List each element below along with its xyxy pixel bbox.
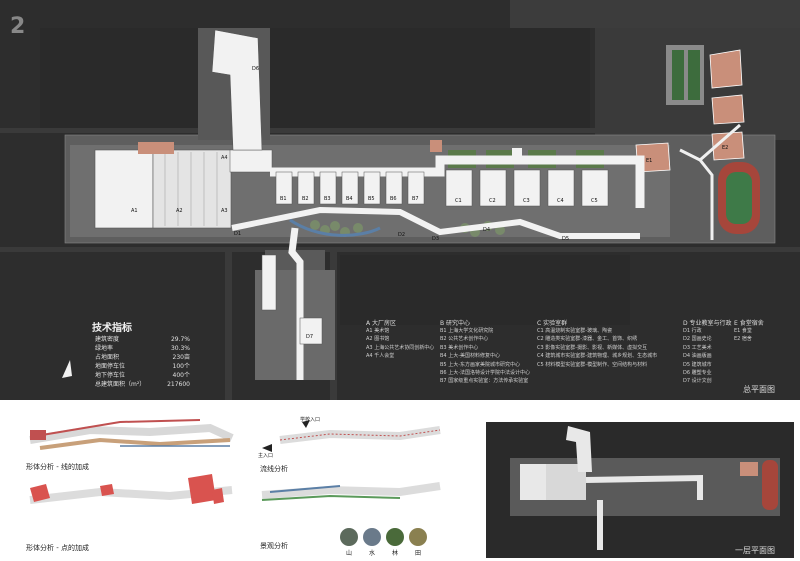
tech-label: 占地面积 [95, 354, 120, 361]
plan-label-a3: A3 [221, 208, 228, 214]
plan-label-c4: C4 [557, 198, 564, 204]
entrance-main-label: 主入口 [258, 453, 274, 459]
legend-item: A1 美术馆 [366, 328, 390, 334]
plan-label-d2: D2 [398, 232, 406, 238]
legend-item: C5 材料模型实验室群-模型制作、空间结构与材料 [537, 361, 648, 368]
tech-label: 地面停车位 [95, 363, 126, 370]
tech-value: 29.7% [170, 336, 190, 343]
legend-item: D4 油画版画 [683, 353, 712, 360]
plan-label-b7: B7 [412, 196, 419, 202]
legend-item: B3 美术创作中心 [440, 344, 479, 351]
plan-label-b4: B4 [346, 196, 353, 202]
legend-item: D5 建筑城市 [683, 361, 712, 368]
analysis-caption-flow: 流线分析 [260, 465, 288, 473]
legend-head: C 实验室群 [537, 320, 568, 327]
legend-item: A4 千人会堂 [366, 353, 395, 360]
master-plan-title: 总平面图 [743, 385, 775, 394]
legend-item: D3 工艺美术 [683, 344, 712, 351]
tech-value: 100个 [172, 363, 190, 370]
point-addition-diagram [29, 474, 233, 504]
legend-item: C1 高温烧制实验室群-玻璃、陶瓷 [537, 328, 613, 334]
plan-label-b6: B6 [390, 196, 397, 202]
analysis-drawings [29, 419, 794, 558]
legend-item: D1 行政 [683, 328, 702, 334]
flow-diagram [262, 420, 441, 452]
entrance-school-label: 学校入口 [300, 417, 321, 423]
sheet-number: 2 [10, 14, 26, 39]
legend-item: B1 上海大学文化研究院 [440, 328, 494, 334]
legend-item: E2 宿舍 [734, 336, 752, 343]
landscape-element-forest: 林 [392, 550, 399, 557]
tech-title: 技术指标 [92, 323, 132, 334]
tech-label: 绿地率 [95, 345, 114, 352]
analysis-panel: 形体分析 - 线的加成 形体分析 - 点的加成 流线分析 景观分析 学校入口 主… [0, 400, 800, 561]
plan-label-a4: A4 [221, 155, 228, 161]
line-addition-diagram [29, 419, 234, 450]
legend-head: E 食堂宿舍 [734, 320, 764, 327]
legend-item: C4 建筑城市实验室群-建筑物理、城乡规划、生态城市 [537, 353, 658, 360]
master-plan-panel: 2 A1 A2 A3 A4 B1 B2 B3 B4 B5 B6 B7 C1 C2… [0, 0, 800, 400]
plan-label-b5: B5 [368, 196, 375, 202]
plan-label-e2: E2 [722, 145, 729, 151]
legend-group-d: D 专业教室与行政 D1 行政 D2 国画史论 D3 工艺美术 D4 油画版画 … [683, 318, 732, 386]
legend-item: C2 雕造类实验室群-漆器、金工、首饰、织绣 [537, 336, 638, 343]
tech-value: 400个 [172, 372, 190, 379]
plan-label-b1: B1 [280, 196, 287, 202]
plan-label-c1: C1 [455, 198, 462, 204]
plan-label-d1: D1 [234, 231, 242, 237]
plan-label-a2: A2 [176, 208, 183, 214]
plan-label-e1: E1 [646, 158, 653, 164]
tech-label: 地下停车位 [95, 372, 126, 379]
plan-label-b2: B2 [302, 196, 309, 202]
plan-label-d3: D3 [432, 236, 440, 242]
plan-label-c3: C3 [523, 198, 530, 204]
legend-group-e: E 食堂宿舍 E1 食堂 E2 宿舍 [734, 318, 764, 344]
ground-floor-title: 一层平面图 [735, 546, 775, 555]
landscape-element-field: 田 [415, 550, 422, 557]
legend-item: B2 公共艺术创作中心 [440, 336, 489, 343]
tech-values: 29.7% 30.3% 230亩 100个 400个 217600 [148, 335, 190, 389]
legend-head: A 大厂房区 [366, 320, 397, 327]
legend-head: B 研究中心 [440, 320, 471, 327]
tech-value: 230亩 [172, 354, 190, 361]
legend-group-c: C 实验室群 C1 高温烧制实验室群-玻璃、陶瓷 C2 雕造类实验室群-漆器、金… [537, 318, 657, 369]
plan-label-c5: C5 [591, 198, 598, 204]
legend-item: C3 影像实验室群-摄影、影视、新媒体、虚拟交互 [537, 344, 648, 351]
legend-item: A2 图书馆 [366, 336, 390, 343]
plan-label-c2: C2 [489, 198, 496, 204]
plan-label-d5: D5 [562, 236, 570, 242]
master-plan-drawing [0, 0, 800, 400]
plan-label-d4: D4 [483, 227, 491, 233]
tech-label: 建筑密度 [95, 336, 120, 343]
legend-item: A3 上海公共艺术协同创新中心 [366, 344, 435, 351]
legend-group-b: B 研究中心 B1 上海大学文化研究院 B2 公共艺术创作中心 B3 美术创作中… [440, 318, 530, 386]
plan-label-a1: A1 [131, 208, 138, 214]
legend-item: B7 国家级重点实验室：方法传承实验室 [440, 378, 529, 385]
analysis-caption-landscape: 景观分析 [260, 542, 288, 550]
plan-label-d7: D7 [306, 334, 314, 340]
landscape-element-mountain: 山 [346, 550, 353, 557]
tech-value: 217600 [167, 381, 190, 388]
legend-item: B6 上大-法国洛特设计学院中法设计中心 [440, 370, 531, 377]
legend-item: D2 国画史论 [683, 336, 712, 343]
legend-item: E1 食堂 [734, 328, 752, 334]
legend-item: B5 上大-东方画家美院城市研究中心 [440, 361, 521, 368]
legend-group-a: A 大厂房区 A1 美术馆 A2 图书馆 A3 上海公共艺术协同创新中心 A4 … [366, 318, 434, 361]
legend-head: D 专业教室与行政 [683, 320, 732, 327]
tech-value: 30.3% [170, 345, 190, 352]
plan-label-d6: D6 [252, 66, 260, 72]
legend-item: D6 雕塑专业 [683, 370, 712, 377]
legend-item: B4 上大-美国材料修复中心 [440, 353, 501, 360]
analysis-caption-point: 形体分析 - 点的加成 [26, 544, 89, 552]
landscape-element-water: 水 [369, 550, 376, 557]
tech-labels: 建筑密度 绿地率 占地面积 地面停车位 地下停车位 总建筑面积（m²） [95, 335, 175, 389]
legend-item: D7 设计文创 [683, 378, 712, 385]
landscape-diagram [261, 482, 441, 501]
analysis-caption-line: 形体分析 - 线的加成 [26, 463, 89, 471]
plan-label-b3: B3 [324, 196, 331, 202]
landscape-element-images [340, 528, 427, 546]
tech-label: 总建筑面积（m²） [95, 381, 146, 388]
